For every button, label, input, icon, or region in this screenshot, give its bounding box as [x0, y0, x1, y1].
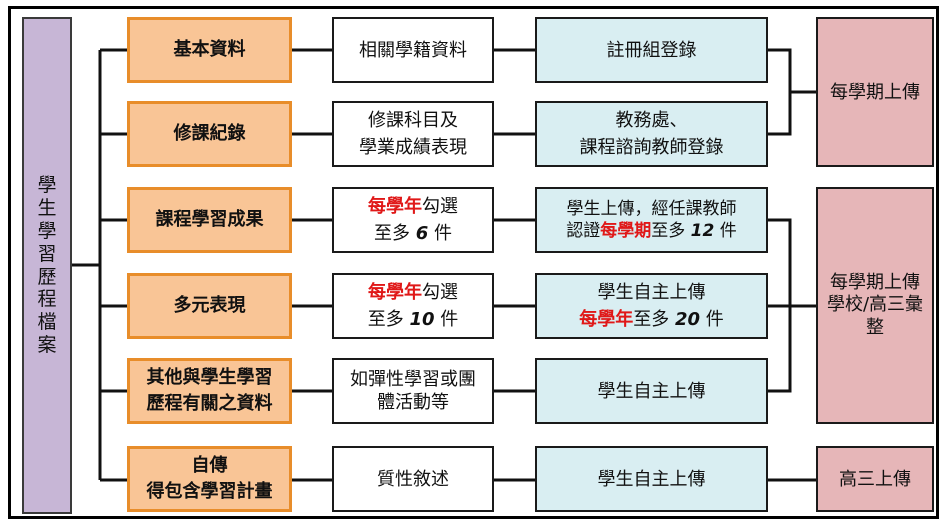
item-text: 件	[440, 309, 459, 330]
item-outcome-selection: 每學年勾選 至多 6 件	[332, 187, 494, 253]
item-text: 勾選	[422, 196, 458, 217]
process-count: 20	[674, 309, 701, 330]
process-text: 認證	[566, 221, 601, 241]
process-self-upload-autobiography: 學生自主上傳	[535, 446, 768, 512]
root-label-char: 歷	[37, 265, 57, 288]
outer-frame	[8, 6, 939, 519]
frequency-semester-school-compile: 每學期上傳 學校/高三彙 整	[816, 187, 934, 424]
highlight-text: 每學年	[579, 309, 634, 330]
item-label: 質性敘述	[377, 468, 449, 490]
frequency-label-line3: 整	[866, 316, 884, 338]
process-count: 12	[690, 221, 715, 241]
process-label-line2: 課程諮詢教師登錄	[579, 137, 724, 158]
item-text: 件	[434, 223, 452, 244]
process-label-line1: 學生自主上傳	[597, 282, 706, 303]
item-label-line2: 體活動等	[377, 392, 449, 413]
process-self-upload: 學生自主上傳	[535, 358, 768, 424]
category-label-line2: 歷程有關之資料	[146, 393, 273, 414]
process-text: 至多	[633, 309, 670, 330]
item-text: 勾選	[422, 282, 458, 303]
process-text: 件	[719, 221, 737, 241]
process-label-line2: 認證每學期至多 12 件	[566, 220, 736, 242]
item-label-line1: 修課科目及	[368, 110, 458, 131]
item-label: 相關學籍資料	[359, 39, 467, 61]
process-label-line1: 學生上傳，經任課教師	[566, 198, 737, 219]
root-label-char: 生	[37, 197, 57, 220]
process-label: 學生自主上傳	[597, 380, 706, 402]
process-label-line1: 教務處、	[615, 110, 688, 131]
item-text: 至多	[367, 309, 404, 330]
category-course-records: 修課紀錄	[127, 101, 292, 167]
category-label-line2: 得包含學習計畫	[146, 481, 273, 502]
highlight-text: 每學年	[368, 196, 422, 217]
item-flexible-learning: 如彈性學習或團 體活動等	[332, 358, 494, 424]
process-academic-affairs: 教務處、 課程諮詢教師登錄	[535, 101, 768, 167]
root-label-char: 學	[37, 174, 57, 197]
process-self-upload-limit: 學生自主上傳 每學年至多 20 件	[535, 273, 768, 339]
item-course-grades: 修課科目及 學業成績表現	[332, 101, 494, 167]
process-label-line2: 每學年至多 20 件	[579, 306, 724, 333]
highlight-text: 每學期	[600, 221, 652, 241]
root-node: 學生學習歷程檔案	[22, 17, 72, 514]
frequency-label: 高三上傳	[839, 468, 911, 490]
root-label-char: 習	[37, 242, 57, 265]
category-learning-outcomes: 課程學習成果	[127, 187, 292, 253]
process-label: 註冊組登錄	[606, 39, 697, 61]
item-label-line1: 每學年勾選	[368, 279, 458, 306]
root-label-char: 程	[37, 288, 57, 311]
item-label-line1: 每學年勾選	[368, 193, 458, 220]
category-autobiography: 自傳 得包含學習計畫	[127, 446, 292, 512]
item-text: 至多	[374, 223, 410, 244]
category-label-line1: 自傳	[191, 454, 228, 476]
process-label: 學生自主上傳	[597, 468, 706, 490]
frequency-label-line1: 每學期上傳	[830, 271, 920, 293]
item-performance-selection: 每學年勾選 至多 10 件	[332, 273, 494, 339]
process-teacher-certify: 學生上傳，經任課教師 認證每學期至多 12 件	[535, 187, 768, 253]
category-diverse-performance: 多元表現	[127, 273, 292, 339]
connector-group1	[768, 48, 816, 136]
root-label-char: 檔	[37, 311, 57, 334]
category-label: 多元表現	[173, 294, 246, 316]
item-label-line2: 至多 10 件	[368, 306, 459, 333]
connector-group2	[768, 218, 816, 393]
item-qualitative: 質性敘述	[332, 446, 494, 512]
frequency-senior-upload: 高三上傳	[816, 446, 934, 512]
item-label-line1: 如彈性學習或團	[350, 368, 476, 390]
frequency-label-line2: 學校/高三彙	[826, 294, 924, 316]
item-count: 6	[415, 223, 429, 244]
frequency-label: 每學期上傳	[830, 81, 920, 103]
root-label: 學生學習歷程檔案	[37, 174, 56, 356]
process-registration: 註冊組登錄	[535, 17, 768, 83]
item-label-line2: 至多 6 件	[374, 220, 452, 247]
item-label-line2: 學業成績表現	[359, 137, 467, 158]
category-label: 基本資料	[173, 38, 246, 60]
category-other-materials: 其他與學生學習 歷程有關之資料	[127, 358, 292, 424]
item-count: 10	[409, 309, 435, 330]
process-text: 至多	[651, 221, 686, 241]
category-label: 修課紀錄	[173, 122, 246, 144]
category-label: 課程學習成果	[155, 208, 264, 230]
frequency-each-semester: 每學期上傳	[816, 17, 934, 167]
root-label-char: 學	[37, 219, 57, 242]
category-basic-info: 基本資料	[127, 17, 292, 83]
item-enrollment-data: 相關學籍資料	[332, 17, 494, 83]
process-text: 件	[705, 309, 724, 330]
category-label-line1: 其他與學生學習	[146, 366, 273, 388]
highlight-text: 每學年	[368, 282, 422, 303]
root-label-char: 案	[37, 333, 57, 356]
